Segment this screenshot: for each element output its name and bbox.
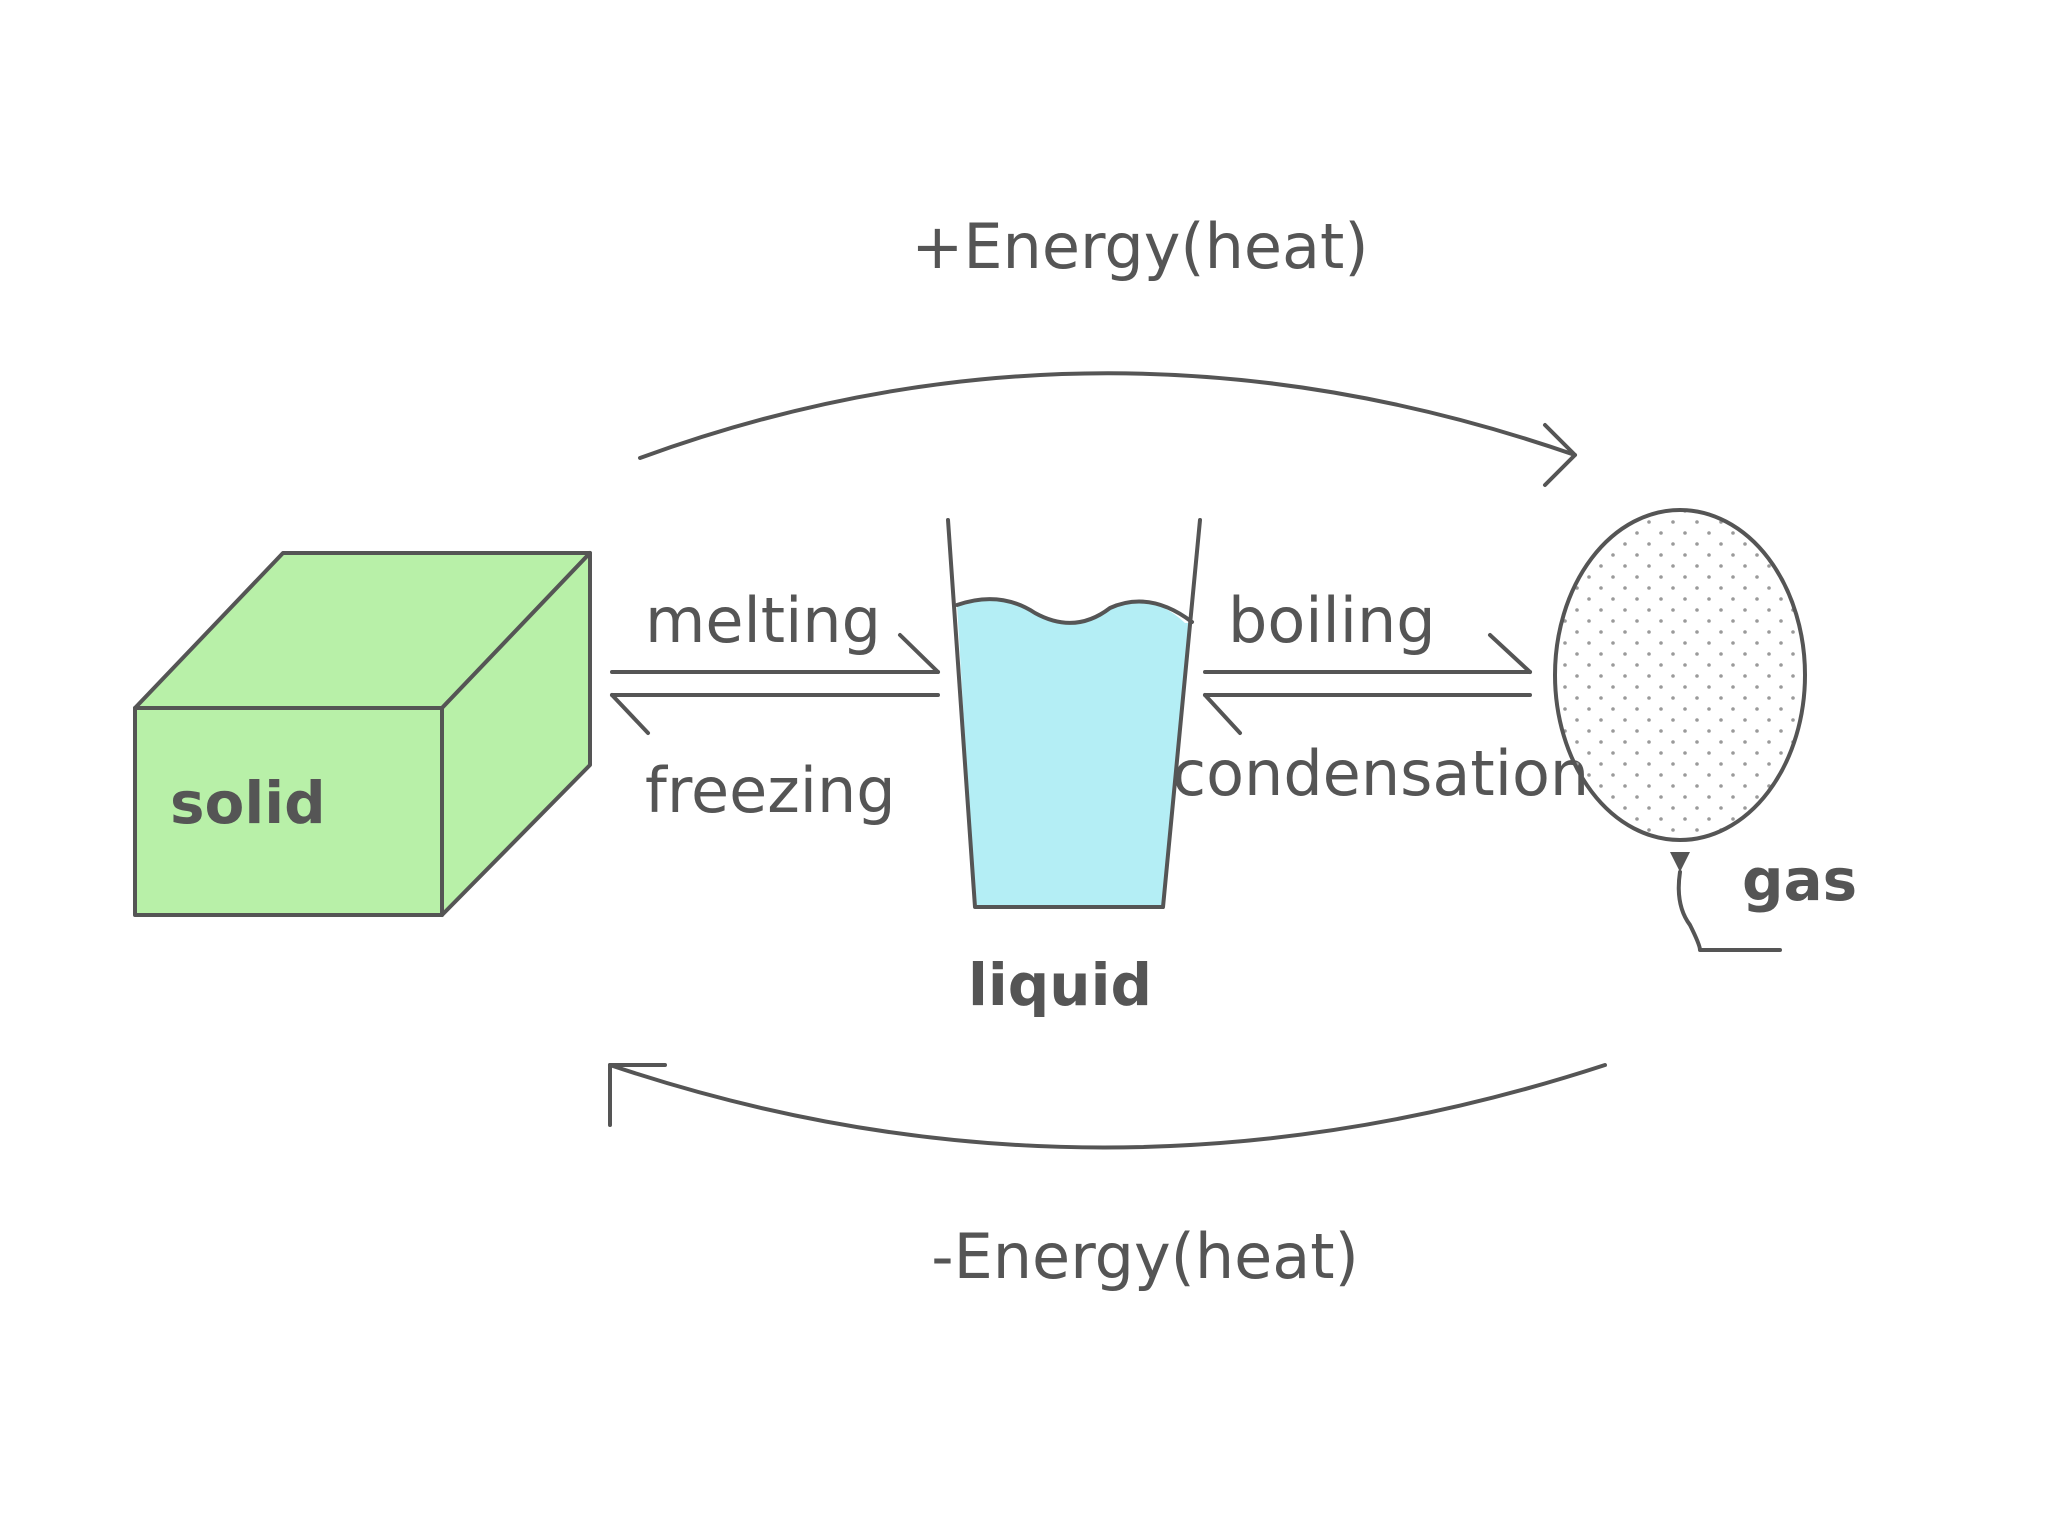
top-energy-label: +Energy(heat): [911, 210, 1368, 283]
gas-balloon: [1553, 508, 1807, 952]
beaker-outline: [946, 518, 1202, 909]
freezing-label: freezing: [645, 754, 896, 827]
bottom-energy-label: -Energy(heat): [931, 1220, 1359, 1293]
melting-arrow: [610, 633, 940, 674]
boiling-arrow: [1203, 633, 1532, 674]
solid-label: solid: [170, 769, 326, 837]
solid-cube: [133, 551, 592, 917]
liquid-label: liquid: [968, 951, 1152, 1019]
boiling-label: boiling: [1228, 584, 1436, 657]
condensation-label: condensation: [1172, 737, 1589, 810]
balloon-knot: [1670, 852, 1690, 872]
balloon-string: [1676, 870, 1782, 952]
bottom-arc-arrow: [608, 1063, 1607, 1150]
condensation-arrow: [1203, 693, 1532, 735]
melting-label: melting: [645, 584, 881, 657]
liquid-surface: [955, 597, 1194, 625]
solid-cube-front: [133, 706, 444, 917]
top-arc-arrow: [638, 371, 1577, 487]
liquid-beaker: [946, 518, 1202, 909]
freezing-arrow: [610, 693, 940, 735]
balloon-body: [1553, 508, 1807, 842]
gas-label: gas: [1742, 846, 1857, 914]
liquid-water: [957, 599, 1190, 907]
